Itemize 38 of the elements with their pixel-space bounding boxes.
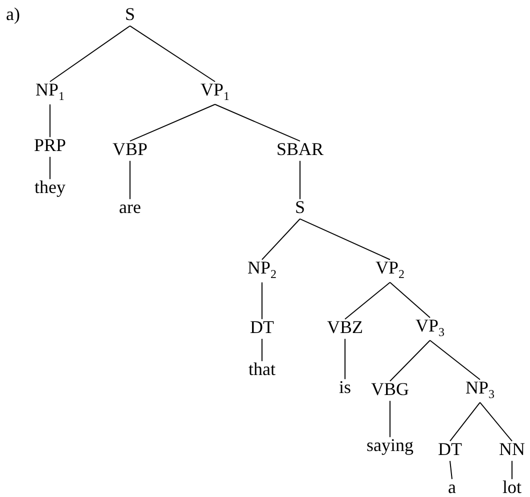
tree-label: are (119, 198, 141, 218)
tree-branch (450, 460, 452, 480)
tree-branch (390, 282, 430, 318)
tree-branch (130, 25, 216, 82)
tree-label: S (125, 5, 135, 25)
tree-label: a (448, 478, 456, 497)
tree-branch (300, 218, 390, 260)
tree-label: DT (438, 440, 462, 460)
tree-label: S (295, 198, 305, 218)
tree-label: saying (366, 436, 414, 456)
tree-label: VBG (371, 380, 409, 400)
tree-branch (130, 104, 216, 142)
tree-branch (450, 402, 480, 442)
tree-label: that (248, 360, 276, 380)
tree-label: VBP (112, 140, 148, 160)
tree-label: VP$_{3}$ (416, 316, 444, 340)
tree-label: VP$_{1}$ (200, 80, 230, 104)
panel-label: a) (6, 4, 20, 25)
tree-branch (430, 340, 480, 380)
tree-label: DT (250, 318, 274, 338)
tree-label: is (339, 378, 351, 398)
tree-label: VP$_{2}$ (376, 258, 404, 282)
tree-label: PRP (34, 136, 66, 156)
tree-label: NN (499, 440, 525, 460)
tree-label: NP$_{2}$ (248, 258, 276, 282)
tree-label: SBAR (276, 140, 324, 160)
tree-branch (214, 104, 300, 142)
tree-label: lot (502, 478, 522, 497)
tree-branch (390, 340, 430, 382)
tree-label: they (34, 178, 66, 198)
tree-label: NP$_{1}$ (36, 80, 64, 104)
tree-label: NP$_{3}$ (466, 378, 494, 402)
tree-branch (50, 25, 130, 82)
tree-branch (262, 218, 300, 260)
tree-branch (344, 282, 390, 320)
tree-label: VBZ (327, 318, 363, 338)
tree-branch (344, 338, 346, 380)
tree-branch (480, 402, 512, 442)
